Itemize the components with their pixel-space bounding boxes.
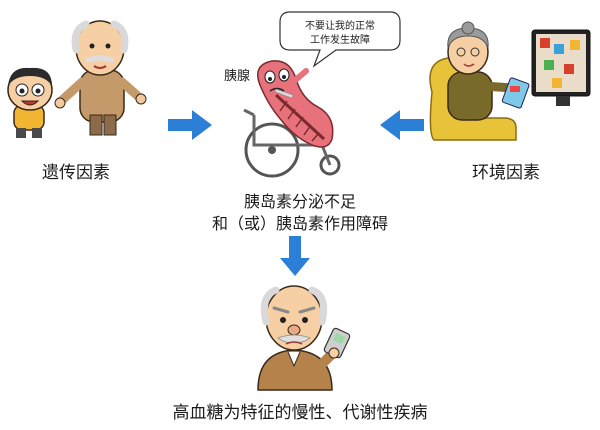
insulin-deficiency-line2: 和（或）胰岛素作用障碍 [211,214,388,233]
insulin-deficiency-line1: 胰岛素分泌不足 [243,192,356,211]
grandma-tv-illustration [429,21,591,141]
speech-bubble [279,11,401,68]
arrow-down-icon [280,236,310,276]
pancreas-wheelchair-illustration [243,60,341,178]
speech-bubble-line1: 不要让我的正常 [305,21,375,32]
grandpa-glucose-meter-illustration [257,285,351,391]
boy-grandpa-illustration [7,20,147,138]
pancreas-label: 胰腺 [224,69,251,84]
arrow-left-icon [380,110,424,140]
environment-factor-label: 环境因素 [472,163,540,183]
disease-result-label: 高血糖为特征的慢性、代谢性疾病 [172,403,428,423]
arrow-right-icon [168,110,212,140]
genetic-factor-label: 遗传因素 [42,163,110,183]
speech-bubble-line2: 工作发生故障 [310,35,370,46]
